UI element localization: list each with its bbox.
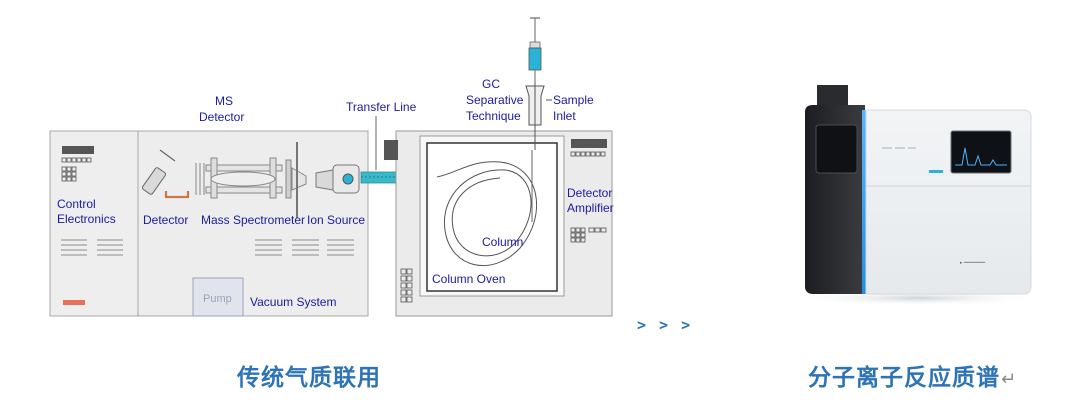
detector-label: Detector <box>143 213 188 227</box>
sample-inlet-label-1: Sample <box>553 93 594 107</box>
gc-column-oven <box>426 142 558 292</box>
caption-right-text: 分子离子反应质谱 <box>808 365 1000 391</box>
pump-label: Pump <box>203 293 232 305</box>
control-electronics-label-1: Control <box>57 197 96 211</box>
column-label: Column <box>482 235 523 249</box>
vacuum-system-label: Vacuum System <box>250 295 336 309</box>
caption-traditional-gcms: 传统气质联用 <box>237 358 381 392</box>
caption-molecular-ion-reaction-ms: 分子离子反应质谱↵ <box>808 358 1017 392</box>
gc-amp-keypad-grid <box>570 227 607 243</box>
mirms-instrument: ▸ ━━━━━━━ <box>796 85 1040 306</box>
gcms-schematic: Control Electronics MS Detector Detector <box>49 17 614 317</box>
transfer-line-label: Transfer Line <box>346 100 417 114</box>
caption-left-text: 传统气质联用 <box>237 365 381 391</box>
gc-label-1: GC <box>482 77 500 91</box>
instrument-indicator <box>929 170 943 173</box>
control-electronics-label-2: Electronics <box>57 212 116 226</box>
detector-amplifier-label-2: Amplifier <box>567 201 614 215</box>
instrument-logo: ▸ ━━━━━━━ <box>960 260 986 266</box>
transition-arrows: > > > <box>637 316 693 334</box>
instrument-dark-window <box>815 124 858 174</box>
mass-spectrometer-label: Mass Spectrometer <box>201 213 305 227</box>
mass-spectrometer-component <box>195 142 307 218</box>
sample-inlet-label-2: Inlet <box>553 109 576 123</box>
gc-label-3: Technique <box>466 109 521 123</box>
instrument-top-module <box>817 85 848 110</box>
pump-box <box>192 277 244 317</box>
control-vents <box>61 239 123 256</box>
ion-source-component <box>315 164 360 194</box>
syringe <box>528 17 542 82</box>
control-keypad-grid <box>61 166 77 182</box>
detector-component <box>141 149 190 199</box>
sample-inlet <box>525 82 552 150</box>
gc-label-2: Separative <box>466 93 524 107</box>
ms-detector-label-1: MS <box>215 94 233 108</box>
control-indicator-light <box>63 300 85 305</box>
gc-keypad <box>400 268 413 303</box>
gc-amp-keypad-row <box>570 151 606 157</box>
ion-source-label: Ion Source <box>307 213 365 227</box>
gc-display <box>571 139 607 148</box>
ms-detector-panel <box>137 130 369 317</box>
instrument-screen <box>950 130 1012 174</box>
detector-amplifier-label-1: Detector <box>567 186 612 200</box>
control-display <box>62 146 94 154</box>
instrument-screen-plot <box>955 147 1007 166</box>
ms-vents <box>255 239 354 256</box>
ms-detector-label-2: Detector <box>199 110 244 124</box>
column-oven-label: Column Oven <box>432 272 505 286</box>
gc-side-block <box>384 140 398 160</box>
return-mark-icon: ↵ <box>1001 369 1018 390</box>
instrument-blue-stripe <box>862 110 866 294</box>
control-keypad-row <box>61 157 92 163</box>
column-coil <box>436 150 538 267</box>
